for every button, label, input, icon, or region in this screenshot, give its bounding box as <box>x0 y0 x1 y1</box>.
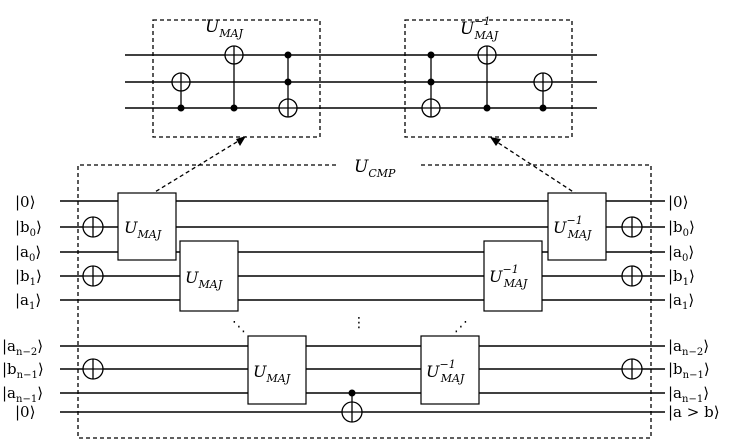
svg-text:UMAJ: UMAJ <box>124 218 162 241</box>
svg-text:UMAJ: UMAJ <box>253 362 291 385</box>
output-label: |an−1⟩ <box>668 384 709 405</box>
x-gate-right-b1 <box>621 265 643 287</box>
control-dot <box>483 104 491 112</box>
maj-gate-n: UMAJ <box>247 335 307 405</box>
output-label: |b0⟩ <box>668 218 695 239</box>
arrow-to-maj-inverse-detail <box>496 141 579 196</box>
input-label: |a1⟩ <box>15 291 41 312</box>
input-label: |bn−1⟩ <box>2 360 44 381</box>
cmp-block: UCMP <box>60 157 665 439</box>
x-gate-right-b0 <box>621 216 643 238</box>
input-label: |b0⟩ <box>15 218 42 239</box>
input-label: |0⟩ <box>15 193 35 211</box>
ellipsis: ⋰ <box>454 319 468 335</box>
top-left-maj-detail: UMAJ <box>125 17 342 138</box>
arrow-head-icon <box>236 136 246 146</box>
control-dot <box>284 51 292 59</box>
cmp-label: UCMP <box>354 157 396 180</box>
ellipsis: ⋮ <box>352 315 366 331</box>
top-left-dashed-box <box>152 19 321 138</box>
x-gate-right-bn1 <box>621 358 643 380</box>
output-labels: |0⟩ |b0⟩ |a0⟩ |b1⟩ |a1⟩ |an−2⟩ |bn−1⟩ |a… <box>668 193 720 421</box>
zoom-arrows <box>149 136 579 196</box>
control-dot <box>284 78 292 86</box>
control-dot <box>177 104 185 112</box>
control-dot <box>230 104 238 112</box>
control-dot <box>427 51 435 59</box>
output-label: |bn−1⟩ <box>668 360 710 381</box>
x-gate-left-b1 <box>82 265 104 287</box>
output-label: |a > b⟩ <box>668 403 720 421</box>
cmp-dashed-box <box>77 164 652 439</box>
cnot-output <box>341 389 363 423</box>
ellipsis: ⋱ <box>232 319 246 335</box>
x-gate-left-b0 <box>82 216 104 238</box>
input-label: |b1⟩ <box>15 267 42 288</box>
input-label: |a0⟩ <box>15 243 41 264</box>
svg-text:UMAJ: UMAJ <box>185 268 223 291</box>
maj-gate-2: UMAJ <box>179 240 239 312</box>
input-label: |an−2⟩ <box>2 337 43 358</box>
control-dot <box>348 389 356 397</box>
input-labels: |0⟩ |b0⟩ |a0⟩ |b1⟩ |a1⟩ |an−2⟩ |bn−1⟩ |a… <box>2 193 44 421</box>
arrow-head-icon <box>490 137 501 146</box>
control-dot <box>427 78 435 86</box>
x-gate-left-bn1 <box>82 358 104 380</box>
output-label: |a1⟩ <box>668 291 694 312</box>
top-left-gate-label: UMAJ <box>205 17 244 40</box>
input-label: |0⟩ <box>15 403 35 421</box>
output-label: |an−2⟩ <box>668 337 709 358</box>
maj-gate-1: UMAJ <box>117 192 177 261</box>
output-label: |0⟩ <box>668 193 688 211</box>
output-label: |a0⟩ <box>668 243 694 264</box>
control-dot <box>539 104 547 112</box>
output-label: |b1⟩ <box>668 267 695 288</box>
top-right-dashed-box <box>404 19 573 138</box>
input-label: |an−1⟩ <box>2 384 43 405</box>
arrow-to-maj-detail <box>149 139 241 196</box>
